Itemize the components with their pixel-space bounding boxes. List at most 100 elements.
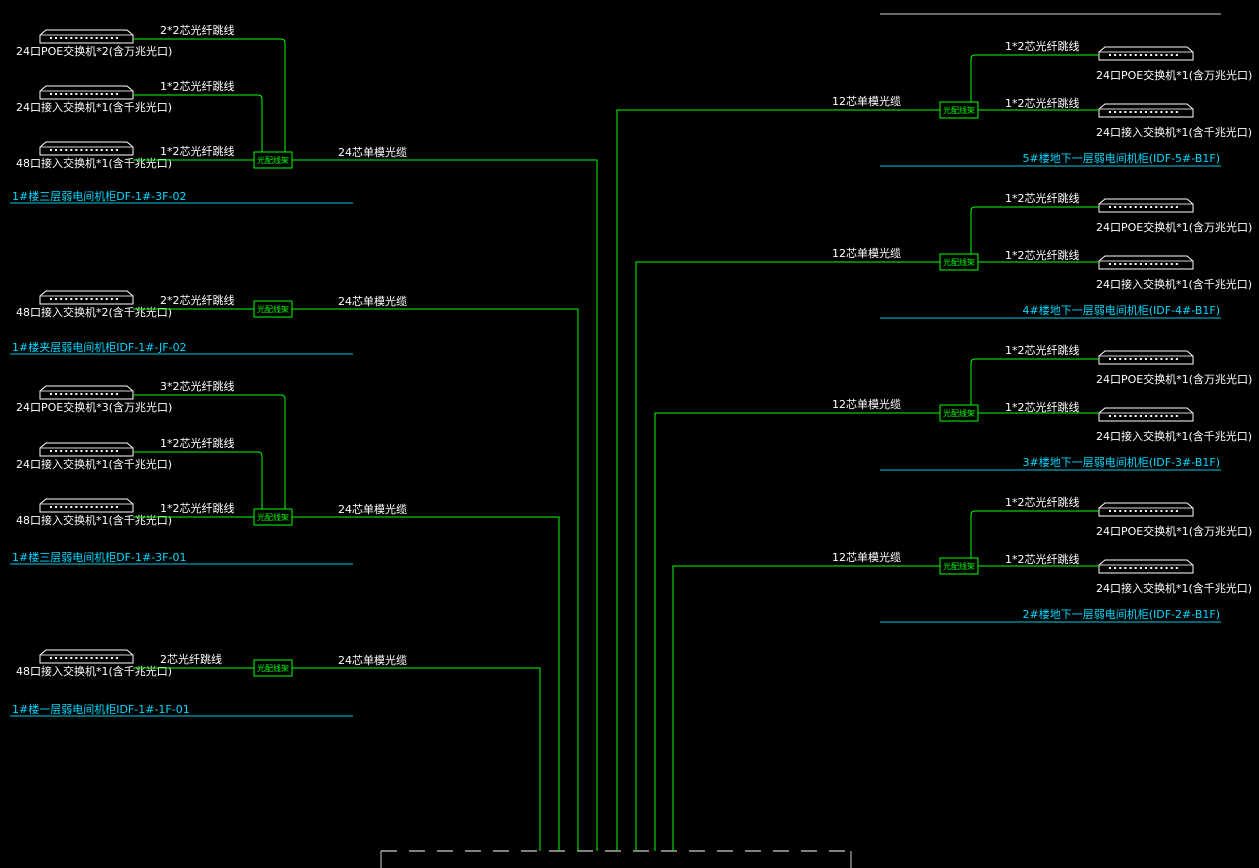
switch-label: 24口POE交换机*1(含万兆光口) [1096,220,1252,234]
switch-port [1175,206,1178,208]
switch-port [1124,206,1127,208]
switch-port [90,450,93,452]
switch-body [39,385,134,400]
switch-port [1129,358,1132,360]
switch-port [70,393,73,395]
switch-port [50,93,52,95]
switch-port [115,37,118,39]
switch-body [39,498,134,513]
switch-port [85,506,88,508]
switch-port [70,657,73,659]
switch-label: 24口接入交换机*1(含千兆光口) [16,100,172,114]
fiber-jumper-line [970,54,1099,102]
switch-port [1139,510,1142,512]
network-switch [1098,255,1194,270]
switch-port [65,450,68,452]
switch-port [1114,415,1117,417]
switch-port [1134,358,1137,360]
switch-port [1139,415,1142,417]
switch-port [55,450,58,452]
switch-body [39,649,134,664]
network-switch [39,85,134,100]
switch-port [1124,415,1127,417]
switch-port [1155,415,1158,417]
cabinet-location-label: 5#楼地下一层弱电间机柜(IDF-5#-B1F) [1023,151,1220,165]
switch-port [70,149,73,151]
fiber-jumper-label: 1*2芯光纤跳线 [1005,552,1080,566]
switch-port [50,298,52,300]
network-switch [39,442,134,457]
switch-body [1098,198,1194,213]
switch-port [1139,206,1142,208]
fiber-jumper-label: 3*2芯光纤跳线 [160,379,235,393]
optical-distribution-frame: 光配线架 [253,300,293,318]
switch-port [105,657,108,659]
switch-port [90,298,93,300]
switch-port [1114,510,1117,512]
left-cabinet-group-3: 24口POE交换机*3(含万兆光口)3*2芯光纤跳线24口接入交换机*1(含千兆… [10,379,560,851]
switch-body [39,290,134,305]
optical-distribution-frame: 光配线架 [939,557,979,575]
switch-label: 24口POE交换机*1(含万兆光口) [1096,524,1252,538]
switch-port [60,149,63,151]
fiber-jumper-label: 2*2芯光纤跳线 [160,23,235,37]
optical-distribution-frame: 光配线架 [253,151,293,169]
switch-port [75,298,78,300]
switch-port [1129,510,1132,512]
switch-port [85,93,88,95]
switch-port [55,657,58,659]
switch-port [100,149,103,151]
fiber-jumper-line [970,206,1099,254]
switch-port [85,450,88,452]
switch-port [1160,111,1163,113]
switch-port [105,393,108,395]
cabinet-location-label: 1#楼夹层弱电间机柜IDF-1#-JF-02 [12,340,187,354]
fiber-jumper-label: 1*2芯光纤跳线 [160,144,235,158]
switch-port [1114,206,1117,208]
switch-port [1109,111,1111,113]
switch-port [115,298,118,300]
network-switch [1098,103,1194,118]
network-switch [1098,198,1194,213]
switch-port [100,37,103,39]
switch-port [1119,263,1122,265]
switch-port [105,298,108,300]
switch-port [80,393,83,395]
switch-label: 48口接入交换机*1(含千兆光口) [16,156,172,170]
switch-port [1160,567,1163,569]
fiber-jumper-line [970,358,1099,405]
switch-port [1139,111,1142,113]
switch-port [70,93,73,95]
switch-port [75,149,78,151]
fiber-jumper-line [133,38,286,152]
switch-port [85,298,88,300]
switch-port [110,657,113,659]
switch-port [1160,415,1163,417]
switch-port [115,149,118,151]
switch-port [1175,54,1178,56]
switch-port [1175,510,1178,512]
switch-port [65,93,68,95]
switch-port [85,657,88,659]
switch-port [100,657,103,659]
trunk-cable-line [292,159,598,851]
odf-label: 光配线架 [943,105,975,115]
switch-port [110,93,113,95]
switch-label: 24口接入交换机*1(含千兆光口) [1096,581,1252,595]
fiber-jumper-line [970,510,1099,558]
switch-port [1155,358,1158,360]
switch-port [55,37,58,39]
network-switch [1098,559,1194,574]
switch-port [100,93,103,95]
switch-port [1160,54,1163,56]
switch-port [80,37,83,39]
switch-port [55,149,58,151]
switch-port [1150,206,1153,208]
optical-distribution-frame: 光配线架 [939,101,979,119]
switch-port [95,149,98,151]
switch-port [90,657,93,659]
trunk-cable-label: 24芯单模光缆 [338,294,407,308]
switch-port [1145,567,1147,569]
switch-port [1129,111,1132,113]
left-cabinet-group-1: 24口POE交换机*2(含万兆光口)2*2芯光纤跳线24口接入交换机*1(含千兆… [10,23,598,851]
